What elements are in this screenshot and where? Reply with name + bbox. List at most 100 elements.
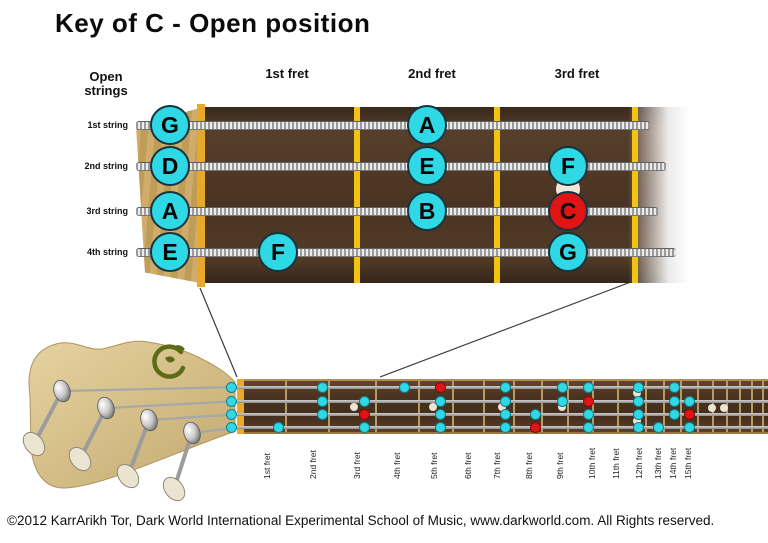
fret-label-11: 11th fret [611, 448, 621, 479]
top-note-g-s1-f0: G [150, 105, 190, 145]
neck-dot-s4-f1 [272, 421, 284, 433]
fret-wire-6 [483, 381, 485, 432]
top-note-a-s1-f2: A [407, 105, 447, 145]
inlay-marker [498, 403, 506, 411]
neck-dot-s1-f0 [225, 381, 237, 393]
neck-dot-s1-f4 [398, 381, 410, 393]
fret-label-10: 10th fret [587, 447, 597, 479]
inlay-marker [633, 417, 641, 425]
fret-label-15: 15th fret [683, 447, 693, 479]
top-note-e-s2-f2: E [407, 146, 447, 186]
copyright-text: ©2012 KarrArikh Tor, Dark World Internat… [7, 513, 715, 528]
neck-dot-s1-f2 [316, 381, 328, 393]
neck-dot-s4-f15 [683, 421, 695, 433]
neck-dot-s1-f7 [499, 381, 511, 393]
fret-wire-7 [513, 381, 515, 432]
inlay-marker [558, 403, 566, 411]
neck-dot-s4-f3 [358, 421, 370, 433]
header-3rd-fret: 3rd fret [554, 66, 600, 81]
fret-wire-18 [739, 381, 741, 432]
inlay-marker [633, 389, 641, 397]
inlay-marker [708, 404, 716, 412]
connector-line-left [199, 287, 238, 378]
label-3rd-string: 3rd string [86, 206, 128, 216]
fret-wire-2 [328, 381, 330, 432]
fret-label-4: 4th fret [392, 452, 402, 479]
tuner-posts [53, 379, 201, 445]
neck-dot-s2-f0 [225, 395, 237, 407]
string-3-a [136, 207, 658, 216]
neck-dot-s1-f12 [632, 381, 644, 393]
label-2nd-string: 2nd string [84, 161, 128, 171]
neck-dot-s3-f12 [632, 408, 644, 420]
neck-dot-s2-f5 [434, 395, 446, 407]
top-note-d-s2-f0: D [150, 146, 190, 186]
header-1st-fret: 1st fret [265, 66, 309, 81]
neck-dot-s4-f12 [632, 421, 644, 433]
neck-dot-s2-f14 [668, 395, 680, 407]
neck-dot-s3-f15 [683, 408, 695, 420]
neck-dot-s2-f10 [582, 395, 594, 407]
bass-nut [237, 379, 244, 434]
neck-dot-s2-f7 [499, 395, 511, 407]
header-open-strings: Open strings [84, 69, 128, 98]
header-2nd-fret: 2nd fret [408, 66, 456, 81]
neck-dot-s3-f2 [316, 408, 328, 420]
page-title: Key of C - Open position [55, 8, 371, 38]
fret-wire-1 [285, 381, 287, 432]
fret-label-1: 1st fret [262, 453, 272, 479]
top-note-a-s3-f0: A [150, 191, 190, 231]
fret-wire-20 [762, 381, 764, 432]
fret1-marker-line [354, 107, 360, 283]
string-4-e [136, 248, 676, 257]
fret-label-2: 2nd fret [308, 450, 318, 479]
top-note-f-s2-f3: F [548, 146, 588, 186]
neck-dot-s4-f0 [225, 421, 237, 433]
string-2-d [136, 162, 666, 171]
fret-wire-11 [617, 381, 619, 432]
nut-marker-line [197, 104, 205, 287]
top-note-g-s4-f3: G [548, 232, 588, 272]
top-note-f-s4-f1: F [258, 232, 298, 272]
neck-dot-s3-f3 [358, 408, 370, 420]
dragon-logo-icon [152, 344, 186, 379]
top-note-e-s4-f0: E [150, 232, 190, 272]
neck-dot-s4-f10 [582, 421, 594, 433]
fret-wire-8 [541, 381, 543, 432]
fret-wire-14 [680, 381, 682, 432]
inlay-marker [429, 403, 437, 411]
neck-dot-s2-f15 [683, 395, 695, 407]
fret-wire-9 [567, 381, 569, 432]
fret-label-14: 14th fret [668, 447, 678, 479]
fret-label-12: 12th fret [634, 447, 644, 479]
fret-label-7: 7th fret [492, 452, 502, 479]
connector-line-right [379, 279, 637, 378]
connector-lines [199, 279, 637, 378]
string-1-g [136, 121, 650, 130]
fret-wire-5 [452, 381, 454, 432]
neck-dot-s3-f10 [582, 408, 594, 420]
neck-dot-s2-f2 [316, 395, 328, 407]
fret3-marker-line [632, 107, 638, 283]
neck-dot-s3-f5 [434, 408, 446, 420]
fret-wire-10 [592, 381, 594, 432]
neck-dot-s4-f13 [652, 421, 664, 433]
fret-wire-15 [697, 381, 699, 432]
neck-dot-s3-f0 [225, 408, 237, 420]
fret-label-13: 13th fret [653, 447, 663, 479]
neck-dot-s2-f3 [358, 395, 370, 407]
neck-dot-s4-f5 [434, 421, 446, 433]
neck-dot-s2-f9 [556, 395, 568, 407]
neck-dot-s1-f9 [556, 381, 568, 393]
label-4th-string: 4th string [86, 247, 128, 257]
neck-dot-s1-f14 [668, 381, 680, 393]
neck-dot-s3-f14 [668, 408, 680, 420]
label-1st-string: 1st string [87, 120, 128, 130]
fret-wire-13 [663, 381, 665, 432]
fret-label-5: 5th fret [429, 452, 439, 479]
top-note-b-s3-f2: B [407, 191, 447, 231]
tuner-keys [22, 431, 186, 502]
neck-dot-s2-f12 [632, 395, 644, 407]
